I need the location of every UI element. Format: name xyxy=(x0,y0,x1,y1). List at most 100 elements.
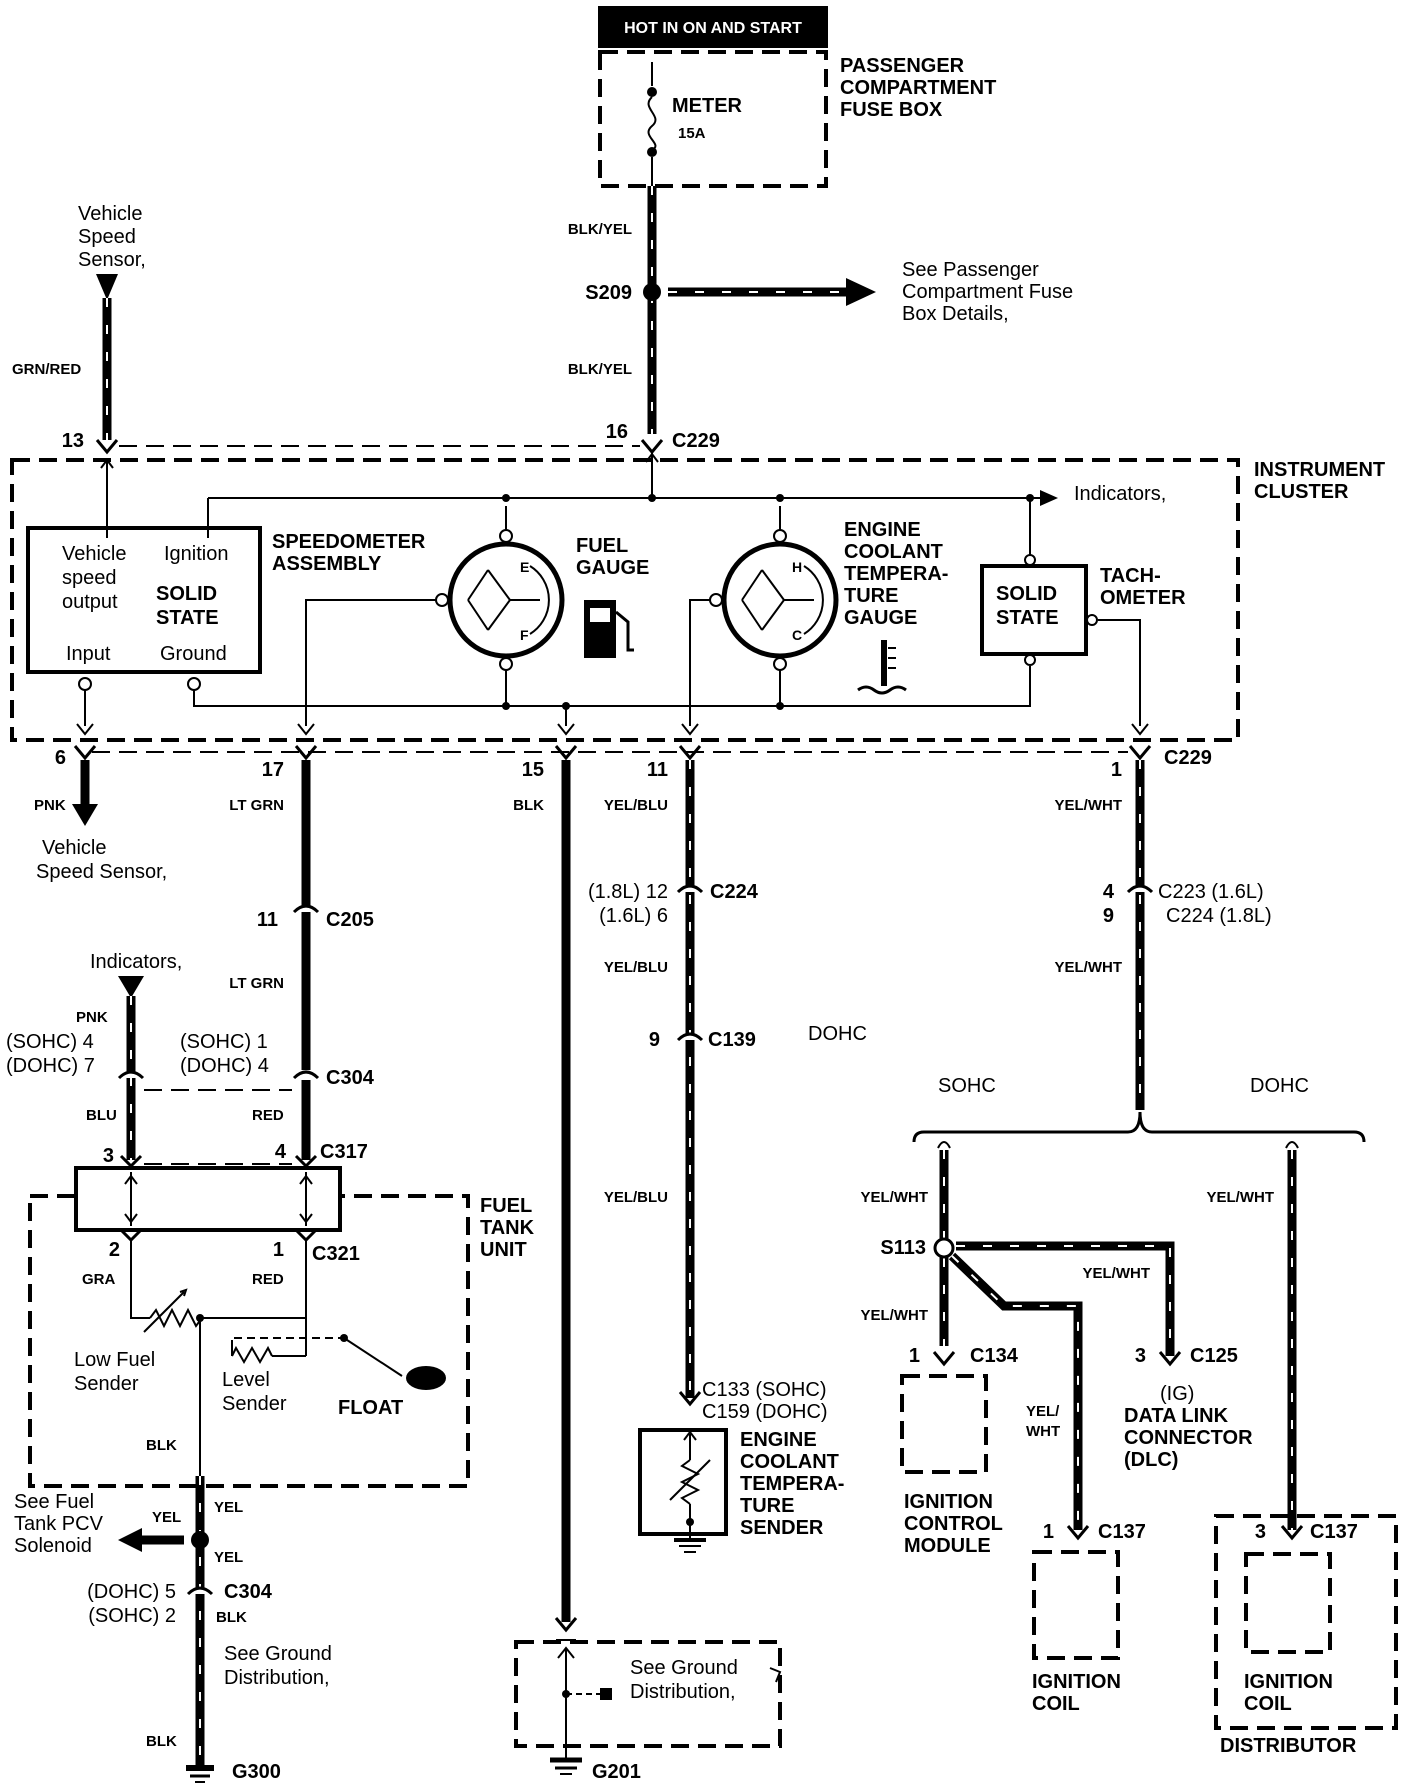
lt-grn-label-2: LT GRN xyxy=(229,975,284,992)
coolant-gauge-label-2: COOLANT xyxy=(844,541,943,563)
coil-b-label-2: COIL xyxy=(1244,1693,1292,1715)
sender-label-3: TEMPERA- xyxy=(740,1473,844,1495)
yel-wht-label-2: YEL/WHT xyxy=(1055,959,1123,976)
c317-pin-4: 4 xyxy=(275,1141,287,1163)
fuse-box-label-3: FUSE BOX xyxy=(840,99,943,121)
fuse-rating: 15A xyxy=(678,125,706,142)
sender-label-5: SENDER xyxy=(740,1517,824,1539)
speedo-box-input: Input xyxy=(66,643,111,665)
blu-label: BLU xyxy=(86,1107,117,1124)
dlc-label-2: DATA LINK xyxy=(1124,1405,1229,1427)
cluster-label-2: CLUSTER xyxy=(1254,481,1349,503)
pin-6: 6 xyxy=(55,747,66,769)
c137-label-a: C137 xyxy=(1098,1521,1146,1543)
thermometer-icon xyxy=(857,640,907,695)
c304-bottom-label: C304 xyxy=(224,1581,273,1603)
fuel-tank-unit-label-2: TANK xyxy=(480,1217,535,1239)
c125-pin: 3 xyxy=(1135,1345,1146,1367)
coil-b-label-1: IGNITION xyxy=(1244,1671,1333,1693)
c224-pins-1: (1.8L) 12 xyxy=(588,881,668,903)
yel-wht-sohc: YEL/WHT xyxy=(861,1189,929,1206)
fuse-name: METER xyxy=(672,95,743,117)
coolant-gauge-label-4: TURE xyxy=(844,585,898,607)
ground-note-left-1: See Ground xyxy=(224,1643,332,1665)
tach-signal-wire: YEL/WHT 4 9 C223 (1.6L) C224 (1.8L) YEL/… xyxy=(861,760,1398,1757)
ground-icon-g300 xyxy=(186,1765,214,1783)
yel-wht-coil-2: WHT xyxy=(1026,1423,1060,1440)
speedo-box-speed: speed xyxy=(62,567,117,589)
sender-connector-2: C159 (DOHC) xyxy=(702,1401,828,1423)
blk-label-2: BLK xyxy=(216,1609,247,1626)
yel-wht-dlc: YEL/WHT xyxy=(1083,1265,1151,1282)
pnk-label-1: PNK xyxy=(34,797,66,814)
c134-pin: 1 xyxy=(909,1345,920,1367)
power-label: HOT IN ON AND START xyxy=(624,20,802,37)
c139-pin: 9 xyxy=(649,1029,660,1051)
c304-right-pins-1: (SOHC) 1 xyxy=(180,1031,268,1053)
c125-label: C125 xyxy=(1190,1345,1238,1367)
yel-wht-dohc: YEL/WHT xyxy=(1207,1189,1275,1206)
c229-bottom-label: C229 xyxy=(1164,747,1212,769)
c224-label: C224 xyxy=(710,881,759,903)
blk-sender-label: BLK xyxy=(146,1437,177,1454)
blk-yel-label-2: BLK/YEL xyxy=(568,361,632,378)
speedo-box-ground: Ground xyxy=(160,643,227,665)
c304-row: (SOHC) 4 (DOHC) 7 (SOHC) 1 (DOHC) 4 C304… xyxy=(6,1031,375,1124)
pin-17: 17 xyxy=(262,759,284,781)
c223-label-2: C224 (1.8L) xyxy=(1166,905,1272,927)
s209-note-2: Compartment Fuse xyxy=(902,281,1073,303)
ground-note-center-2: Distribution, xyxy=(630,1681,736,1703)
yel-wht-coil-1: YEL/ xyxy=(1026,1403,1060,1420)
pnk-label-2: PNK xyxy=(76,1009,108,1026)
sender-label-2: COOLANT xyxy=(740,1451,839,1473)
level-sender-2: Sender xyxy=(222,1393,287,1415)
s209-note-3: Box Details, xyxy=(902,303,1009,325)
coolant-h: H xyxy=(792,559,802,575)
c137-label-b: C137 xyxy=(1310,1521,1358,1543)
fuel-tank-unit-label-3: UNIT xyxy=(480,1239,527,1261)
speedo-label-2: ASSEMBLY xyxy=(272,553,382,575)
float-label: FLOAT xyxy=(338,1397,403,1419)
vss-bottom-label-1: Vehicle xyxy=(42,837,107,859)
c304-label: C304 xyxy=(326,1067,375,1089)
left-ground-wire: YEL YEL See Fuel Tank PCV Solenoid YEL (… xyxy=(14,1476,332,1783)
gra-label: GRA xyxy=(82,1271,116,1288)
pin-16: 16 xyxy=(606,421,628,443)
c304-bottom-pins-1: (DOHC) 5 xyxy=(87,1581,176,1603)
c223-pin-4: 4 xyxy=(1103,881,1115,903)
coolant-gauge-label-1: ENGINE xyxy=(844,519,921,541)
s209-note-1: See Passenger xyxy=(902,259,1039,281)
instrument-cluster: INSTRUMENT CLUSTER Indicators, Vehicle s… xyxy=(10,439,1385,742)
fuel-gauge-label-2: GAUGE xyxy=(576,557,649,579)
c205-label: C205 xyxy=(326,909,374,931)
c223-pin-9: 9 xyxy=(1103,905,1114,927)
low-fuel-sender-2: Sender xyxy=(74,1373,139,1395)
fuse-box-label-2: COMPARTMENT xyxy=(840,77,996,99)
fuse-box: METER 15A PASSENGER COMPARTMENT FUSE BOX xyxy=(598,50,996,188)
yel-wht-label-1: YEL/WHT xyxy=(1055,797,1123,814)
power-header: HOT IN ON AND START xyxy=(598,6,828,48)
indicators-left: Indicators, xyxy=(90,951,182,973)
vss-top-label-3: Sensor, xyxy=(78,249,146,271)
c137-pin-a: 1 xyxy=(1043,1521,1054,1543)
distributor-label: DISTRIBUTOR xyxy=(1220,1735,1357,1757)
coil-label-1: IGNITION xyxy=(1032,1671,1121,1693)
coolant-sender-wire: YEL/BLU (1.8L) 12 (1.6L) 6 C224 YEL/BLU … xyxy=(588,760,867,1553)
fuel-f: F xyxy=(520,627,529,643)
s113-label: S113 xyxy=(880,1237,926,1259)
blk-label-3: BLK xyxy=(146,1733,177,1750)
sohc-label: SOHC xyxy=(938,1075,996,1097)
yel-wht-s113: YEL/WHT xyxy=(861,1307,929,1324)
dlc-label-4: (DLC) xyxy=(1124,1449,1178,1471)
sender-label-1: ENGINE xyxy=(740,1429,817,1451)
coil-label-2: COIL xyxy=(1032,1693,1080,1715)
pcv-note-2: Tank PCV xyxy=(14,1513,104,1535)
c224-pins-2: (1.6L) 6 xyxy=(599,905,668,927)
icm-label-2: CONTROL xyxy=(904,1513,1003,1535)
ground-icon-g201 xyxy=(550,1757,582,1775)
speedo-box-vehicle: Vehicle xyxy=(62,543,127,565)
c205-pin: 11 xyxy=(257,909,278,931)
yel-blu-label-1: YEL/BLU xyxy=(604,797,668,814)
fuel-gauge-label-1: FUEL xyxy=(576,535,628,557)
